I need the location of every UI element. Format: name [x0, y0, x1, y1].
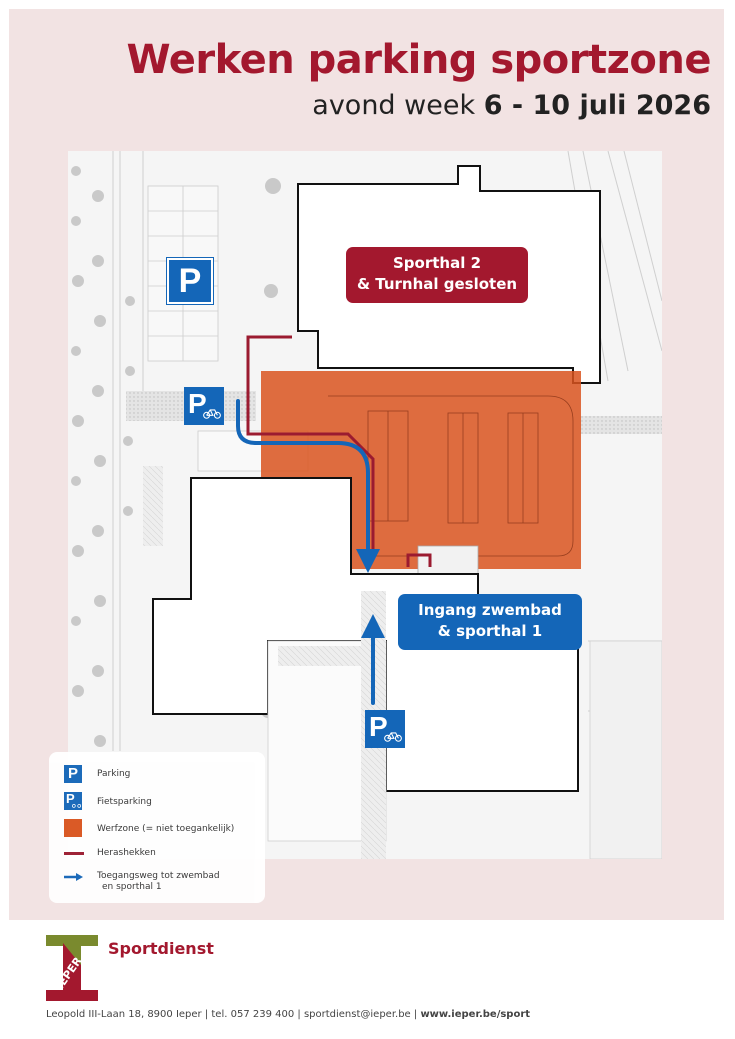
footer-brand: Sportdienst — [108, 939, 214, 958]
legend-fence-line — [64, 852, 84, 855]
bike-parking-sign-bottom: P — [365, 710, 405, 748]
parking-sign: P — [166, 257, 214, 305]
page-title: Werken parking sportzone — [126, 37, 712, 83]
sidewalk-right — [580, 416, 662, 434]
fences — [246, 335, 432, 567]
footer-contact-text: Leopold III-Laan 18, 8900 Ieper | tel. 0… — [46, 1009, 421, 1020]
entrance-box — [417, 545, 479, 577]
bike-parking-sign-top: P — [184, 387, 224, 425]
legend-label-works: Werfzone (= niet toegankelijk) — [97, 824, 235, 834]
access-route — [236, 399, 385, 705]
ieper-logo: IEPER — [46, 935, 98, 1001]
callout-entrance-line2: & sporthal 1 — [437, 622, 543, 640]
footer-contact: Leopold III-Laan 18, 8900 Ieper | tel. 0… — [46, 1009, 530, 1020]
sporthal-2-closed-callout: Sporthal 2 & Turnhal gesloten — [346, 247, 528, 303]
bike-letter-top: P — [188, 388, 207, 419]
page-subtitle: avond week 6 - 10 juli 2026 — [60, 88, 711, 124]
legend-label-route-1: Toegangsweg tot zwembad — [97, 871, 220, 881]
legend-works-swatch — [64, 819, 82, 837]
annex-hatch — [278, 646, 368, 666]
callout-closed-line1: Sporthal 2 — [392, 254, 481, 272]
entrance-callout: Ingang zwembad & sporthal 1 — [398, 594, 582, 650]
legend-label-route-2: en sporthal 1 — [102, 882, 162, 892]
subtitle-prefix: avond week — [312, 90, 484, 121]
legend-parking-icon: P — [64, 765, 82, 783]
legend-label-bike: Fietsparking — [97, 797, 152, 807]
map-lines — [112, 151, 662, 751]
subtitle-dates: 6 - 10 juli 2026 — [483, 90, 711, 121]
footer-website-link[interactable]: www.ieper.be/sport — [420, 1009, 531, 1020]
bicycle-icon — [203, 409, 221, 419]
hatched-strip — [143, 466, 163, 546]
bike-letter-bottom: P — [369, 711, 388, 742]
bicycle-icon — [384, 732, 402, 742]
map-legend: P Parking P Fietsparking Werfzone (= nie… — [49, 752, 265, 903]
callout-entrance-line1: Ingang zwembad — [418, 601, 562, 619]
legend-label-fence: Herashekken — [97, 848, 156, 858]
arrow-right-icon — [64, 873, 83, 881]
callout-closed-line2: & Turnhal gesloten — [356, 275, 518, 293]
bicycle-icon — [72, 804, 81, 808]
field-area — [589, 640, 662, 859]
parking-letter: P — [178, 262, 202, 300]
legend-bike-icon: P — [64, 792, 82, 810]
legend-label-parking: Parking — [97, 769, 131, 779]
